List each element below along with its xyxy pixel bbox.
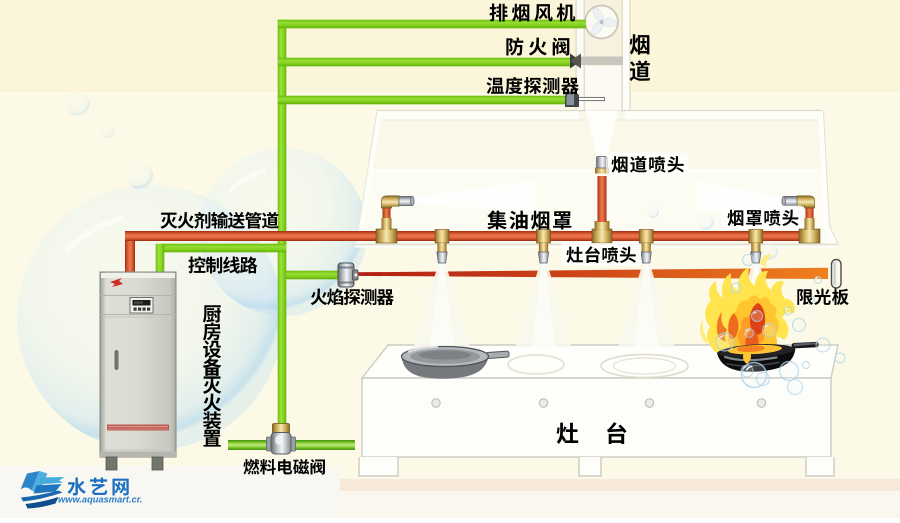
svg-text:www.aquasmart.cr.: www.aquasmart.cr. — [58, 495, 142, 505]
